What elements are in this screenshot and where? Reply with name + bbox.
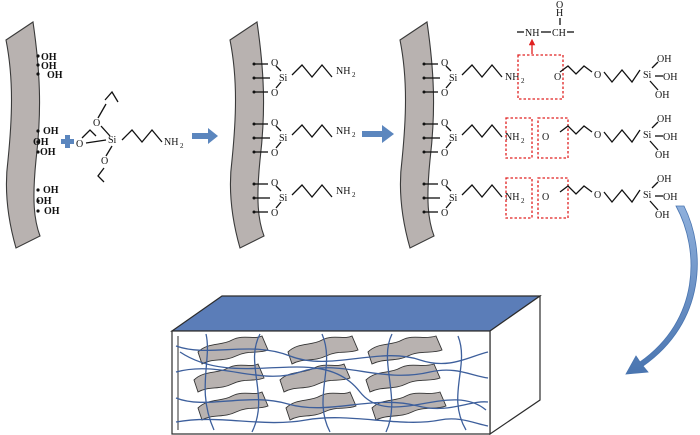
- svg-text:O: O: [556, 0, 563, 11]
- svg-text:NH: NH: [525, 28, 539, 39]
- svg-text:OH: OH: [663, 72, 677, 83]
- svg-text:Si: Si: [449, 133, 458, 144]
- svg-text:OH: OH: [40, 147, 56, 158]
- svg-text:O: O: [441, 208, 448, 219]
- curved-down-arrow-icon: [625, 205, 698, 375]
- amine-epoxy-linkage: NH CH H O: [517, 0, 574, 54]
- svg-text:OH: OH: [44, 206, 60, 217]
- svg-text:NH: NH: [336, 66, 350, 77]
- svg-text:Si: Si: [108, 135, 117, 146]
- svg-text:OH: OH: [663, 192, 677, 203]
- svg-text:O: O: [542, 132, 549, 143]
- svg-text:OH: OH: [41, 61, 57, 72]
- svg-text:O: O: [542, 192, 549, 203]
- grafted-chain-row: O O Si NH 2 O O Si OH OH OH: [422, 114, 677, 161]
- hydroxyl-groups: OH OH OH OH OH OH OH OH OH: [33, 52, 63, 217]
- svg-text:NH: NH: [505, 132, 519, 143]
- composite-block: [170, 294, 542, 435]
- svg-text:O: O: [271, 148, 278, 159]
- svg-text:O: O: [93, 118, 100, 129]
- aptes-molecule: O Si O O NH 2: [76, 90, 184, 183]
- svg-text:OH: OH: [657, 174, 671, 185]
- svg-text:NH: NH: [164, 137, 178, 148]
- svg-text:2: 2: [521, 137, 525, 145]
- svg-text:Si: Si: [449, 193, 458, 204]
- grafted-chain-row: O O Si NH 2 O O Si OH OH OH: [422, 174, 677, 221]
- right-arrow-icon: [192, 128, 218, 144]
- plus-icon: [61, 135, 74, 148]
- svg-text:OH: OH: [655, 210, 669, 221]
- polymer-fibres: [175, 333, 489, 433]
- svg-text:2: 2: [180, 142, 184, 150]
- svg-text:O: O: [101, 156, 108, 167]
- svg-text:2: 2: [352, 191, 356, 199]
- svg-text:NH: NH: [336, 126, 350, 137]
- svg-text:O: O: [271, 118, 278, 129]
- svg-text:OH: OH: [36, 196, 52, 207]
- svg-text:2: 2: [352, 71, 356, 79]
- svg-text:2: 2: [352, 131, 356, 139]
- svg-text:O: O: [554, 72, 561, 83]
- svg-text:OH: OH: [657, 114, 671, 125]
- svg-text:OH: OH: [43, 126, 59, 137]
- svg-text:CH: CH: [552, 28, 566, 39]
- svg-text:Si: Si: [643, 130, 652, 141]
- svg-text:OH: OH: [655, 150, 669, 161]
- svg-text:NH: NH: [505, 192, 519, 203]
- svg-text:OH: OH: [47, 70, 63, 81]
- svg-text:OH: OH: [657, 54, 671, 65]
- svg-text:O: O: [441, 58, 448, 69]
- svg-text:2: 2: [521, 77, 525, 85]
- svg-text:O: O: [594, 190, 601, 201]
- svg-text:O: O: [441, 148, 448, 159]
- substrate-stage-2: O O Si NH 2 O O Si NH 2 O O: [229, 21, 356, 249]
- svg-text:O: O: [441, 88, 448, 99]
- svg-text:O: O: [441, 178, 448, 189]
- svg-text:NH: NH: [336, 186, 350, 197]
- svg-text:H: H: [556, 8, 563, 19]
- substrate-stage-3: NH CH H O O O Si NH 2 O O S: [399, 0, 677, 249]
- svg-text:NH: NH: [505, 72, 519, 83]
- svg-text:Si: Si: [449, 73, 458, 84]
- svg-text:O: O: [594, 70, 601, 81]
- svg-text:O: O: [441, 118, 448, 129]
- grafted-chain-row: O O Si NH 2 O O Si OH OH OH: [422, 54, 677, 101]
- right-arrow-icon: [362, 125, 394, 143]
- substrate-stage-1: OH OH OH OH OH OH OH OH OH: [5, 21, 63, 249]
- svg-text:O: O: [271, 208, 278, 219]
- svg-text:Si: Si: [643, 70, 652, 81]
- svg-text:2: 2: [521, 197, 525, 205]
- svg-text:Si: Si: [279, 193, 288, 204]
- svg-text:Si: Si: [643, 190, 652, 201]
- svg-text:O: O: [594, 130, 601, 141]
- svg-text:O: O: [271, 58, 278, 69]
- svg-text:OH: OH: [663, 132, 677, 143]
- svg-text:Si: Si: [279, 73, 288, 84]
- svg-text:OH: OH: [655, 90, 669, 101]
- svg-text:Si: Si: [279, 133, 288, 144]
- svg-text:OH: OH: [41, 52, 57, 63]
- svg-text:OH: OH: [33, 137, 49, 148]
- svg-text:O: O: [76, 139, 83, 150]
- svg-text:O: O: [271, 178, 278, 189]
- svg-text:O: O: [271, 88, 278, 99]
- svg-text:OH: OH: [43, 185, 59, 196]
